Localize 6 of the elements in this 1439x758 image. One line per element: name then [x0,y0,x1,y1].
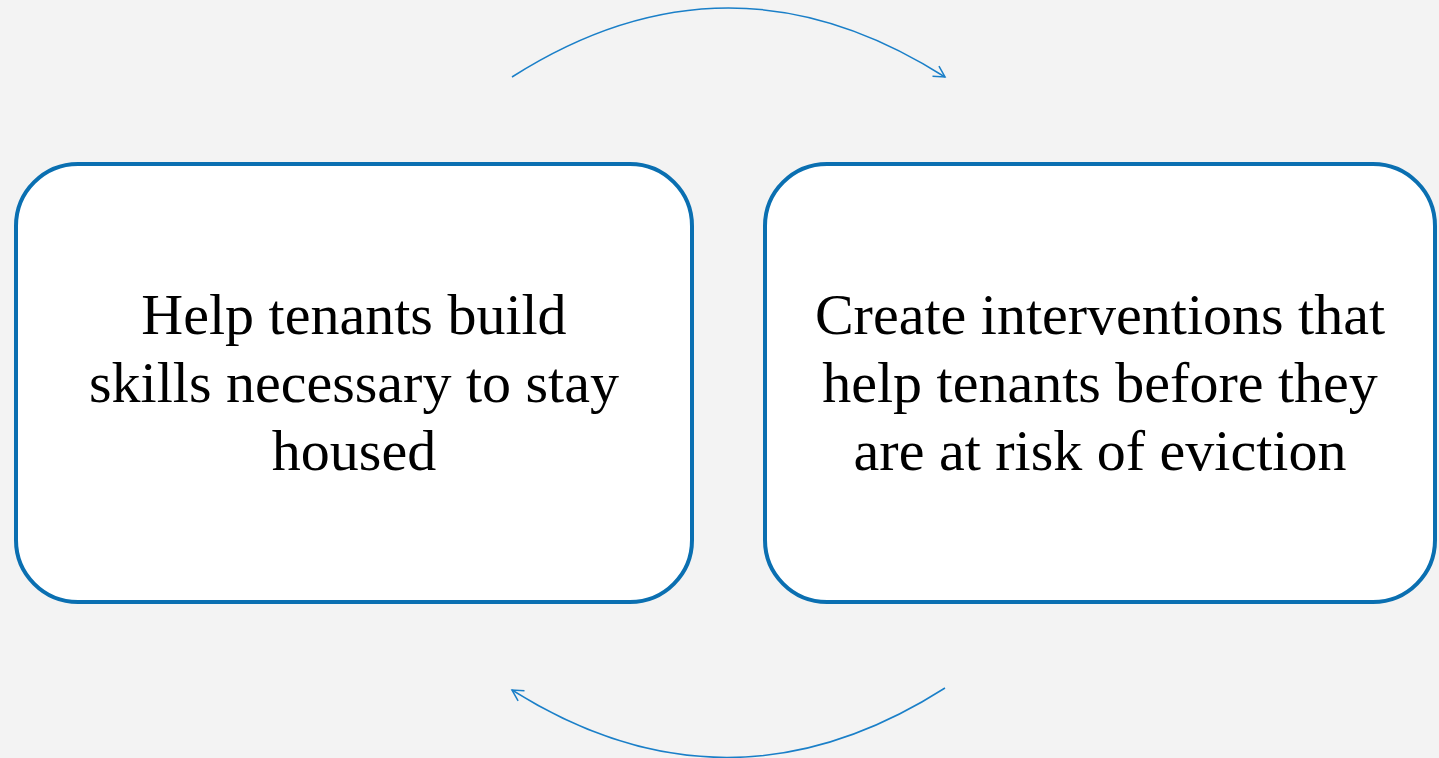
box-text: Create interventions that help tenants before they are at risk of eviction [813,281,1387,485]
rounded-box [763,162,1437,604]
curved-arrow [511,687,946,758]
box-text: Help tenants build skills necessary to stay housed [88,281,620,485]
rounded-box [14,162,694,604]
curved-arrow [511,7,946,78]
